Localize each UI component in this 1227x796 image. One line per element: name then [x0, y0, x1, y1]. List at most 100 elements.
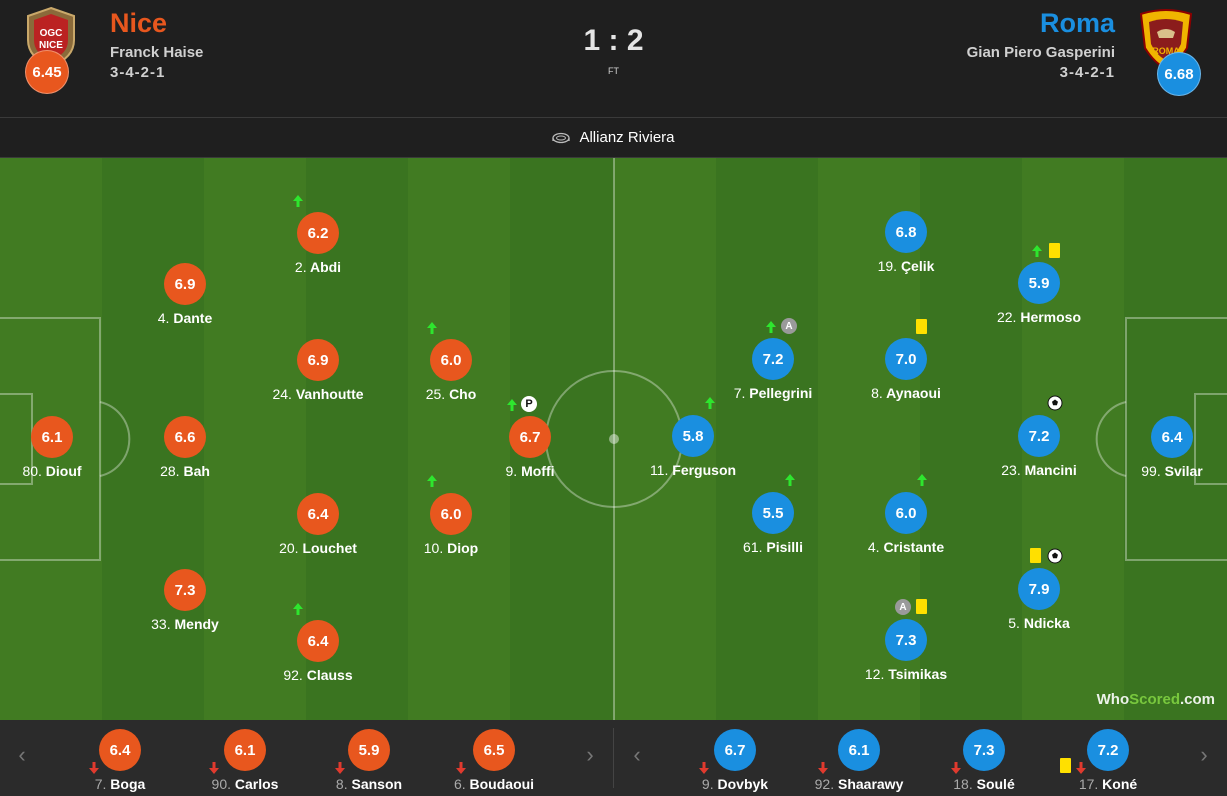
svg-text:ROMA: ROMA [1152, 46, 1180, 56]
home-team-name[interactable]: Nice [110, 8, 168, 38]
player-rating: 7.3 [885, 619, 927, 661]
sub-on-arrow-icon [1076, 762, 1086, 774]
player-name: 11. Ferguson [649, 462, 737, 478]
player-name: 8. Aynaoui [871, 385, 941, 401]
player-name: 23. Mancini [1001, 462, 1077, 478]
player-rating: 7.2 [1018, 415, 1060, 457]
player-rating: 7.0 [885, 338, 927, 380]
player-name: 12. Tsimikas [864, 666, 948, 682]
home-subs-next-button[interactable]: › [586, 742, 594, 767]
substituted-arrow-icon [427, 322, 437, 334]
sub-rating: 5.9 [348, 729, 390, 771]
yellow-card-icon [1060, 758, 1071, 773]
player-name: 19. Çelik [877, 258, 935, 274]
venue-name: Allianz Riviera [579, 129, 675, 146]
player-rating: 7.9 [1018, 568, 1060, 610]
substituted-arrow-icon [1032, 245, 1042, 257]
player-name: 9. Moffi [505, 463, 555, 479]
substituted-arrow-icon [785, 474, 795, 486]
player-name: 80. Diouf [22, 463, 82, 479]
player-rating: 5.9 [1018, 262, 1060, 304]
player-name: 33. Mendy [151, 616, 219, 632]
venue-bar: Allianz Riviera [0, 117, 1227, 158]
match-score: 1 : 2 [583, 24, 644, 57]
player-rating: 6.0 [430, 493, 472, 535]
home-subs-prev-button[interactable]: ‹ [18, 742, 26, 767]
player-name: 28. Bah [160, 463, 210, 479]
sub-rating: 6.1 [838, 729, 880, 771]
player-rating: 6.6 [164, 416, 206, 458]
home-team-rating: 6.45 [25, 50, 69, 94]
player-name: 5. Ndicka [1008, 615, 1070, 631]
subs-divider [613, 728, 614, 788]
player-name: 2. Abdi [294, 259, 342, 275]
match-header: OGC NICE 6.45 Nice Franck Haise 3-4-2-1 … [0, 0, 1227, 117]
away-team-rating: 6.68 [1157, 52, 1201, 96]
player-rating: 6.7 [509, 416, 551, 458]
substituted-arrow-icon [293, 195, 303, 207]
player-name: 7. Pellegrini [733, 385, 813, 401]
assist-icon: A [895, 599, 911, 615]
player-name: 99. Svilar [1141, 463, 1203, 479]
player-name: 10. Diop [423, 540, 479, 556]
away-subs-prev-button[interactable]: ‹ [633, 742, 641, 767]
svg-text:NICE: NICE [39, 40, 63, 51]
match-status: FT [608, 66, 619, 76]
player-rating: 6.4 [297, 493, 339, 535]
away-subs-next-button[interactable]: › [1200, 742, 1208, 767]
sub-on-arrow-icon [951, 762, 961, 774]
player-name: 20. Louchet [279, 540, 357, 556]
sub-on-arrow-icon [699, 762, 709, 774]
goal-ball-icon [1047, 548, 1063, 564]
sub-rating: 7.3 [963, 729, 1005, 771]
substituted-arrow-icon [766, 321, 776, 333]
player-rating: 6.9 [164, 263, 206, 305]
player-name: 4. Cristante [867, 539, 945, 555]
home-coach: Franck Haise [110, 44, 204, 61]
substituted-arrow-icon [507, 399, 517, 411]
assist-icon: A [781, 318, 797, 334]
sub-name: 7. Boga [94, 776, 146, 792]
sub-rating: 6.1 [224, 729, 266, 771]
sub-name: 6. Boudaoui [453, 776, 535, 792]
player-name: 25. Cho [425, 386, 477, 402]
yellow-card-icon [916, 599, 927, 614]
sub-rating: 6.5 [473, 729, 515, 771]
player-name: 4. Dante [157, 310, 213, 326]
substituted-arrow-icon [427, 475, 437, 487]
svg-text:OGC: OGC [40, 28, 63, 39]
away-formation: 3-4-2-1 [1059, 64, 1115, 81]
substituted-arrow-icon [293, 603, 303, 615]
goal-ball-icon [1047, 395, 1063, 411]
sub-on-arrow-icon [335, 762, 345, 774]
player-rating: 6.2 [297, 212, 339, 254]
sub-on-arrow-icon [456, 762, 466, 774]
yellow-card-icon [1049, 243, 1060, 258]
away-team-name[interactable]: Roma [1039, 8, 1115, 38]
player-name: 61. Pisilli [743, 539, 803, 555]
yellow-card-icon [1030, 548, 1041, 563]
player-rating: 6.0 [885, 492, 927, 534]
player-rating: 6.8 [885, 211, 927, 253]
player-rating: 6.9 [297, 339, 339, 381]
player-name: 24. Vanhoutte [272, 386, 364, 402]
substitutes-bar: ‹ › ‹ › 6.4 7. Boga 6.1 90. Carlos 5.9 8… [0, 720, 1227, 796]
player-rating: 5.8 [672, 415, 714, 457]
home-formation: 3-4-2-1 [110, 64, 166, 81]
sub-rating: 6.7 [714, 729, 756, 771]
sub-name: 9. Dovbyk [701, 776, 769, 792]
yellow-card-icon [916, 319, 927, 334]
player-rating: 6.4 [1151, 416, 1193, 458]
sub-rating: 7.2 [1087, 729, 1129, 771]
player-rating: 5.5 [752, 492, 794, 534]
sub-name: 92. Shaarawy [814, 776, 904, 792]
player-rating: 6.0 [430, 339, 472, 381]
substituted-arrow-icon [705, 397, 715, 409]
sub-name: 90. Carlos [211, 776, 279, 792]
sub-on-arrow-icon [209, 762, 219, 774]
sub-name: 17. Koné [1078, 776, 1138, 792]
whoscored-watermark: WhoScored.com [1096, 691, 1215, 708]
sub-name: 8. Sanson [335, 776, 403, 792]
sub-on-arrow-icon [89, 762, 99, 774]
sub-name: 18. Soulé [953, 776, 1015, 792]
